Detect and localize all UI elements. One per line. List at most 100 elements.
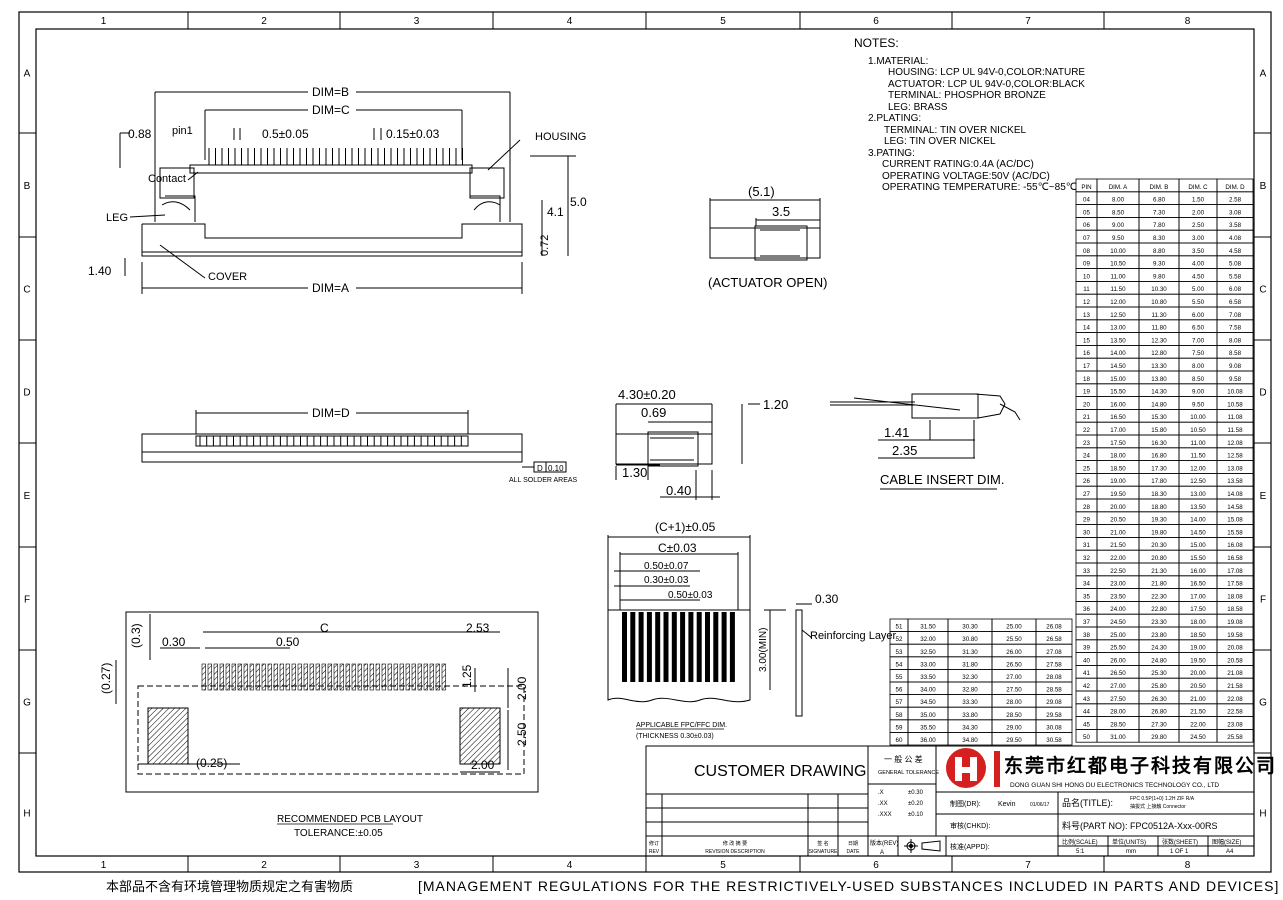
- table-cell-text: 24.50: [1110, 619, 1126, 626]
- table-cell-text: 16.08: [1227, 542, 1243, 549]
- table-cell-text: 16: [1083, 350, 1090, 357]
- fpc-finger: [705, 612, 710, 682]
- table-cell-text: 7.00: [1192, 337, 1205, 344]
- column-label-top: 4: [567, 16, 573, 27]
- table-cell-text: 1.50: [1192, 197, 1205, 204]
- table-cell-text: 26.08: [1046, 624, 1062, 631]
- table-cell-text: 23: [1083, 440, 1090, 447]
- fpc-finger: [671, 612, 677, 682]
- table-cell-text: 45: [1083, 721, 1090, 728]
- row-label-left: E: [24, 491, 31, 502]
- check-label: 审核(CHKD):: [950, 821, 990, 830]
- table-cell-text: 10.50: [1190, 427, 1206, 434]
- fpc-finger: [655, 612, 661, 682]
- contact-label: Contact: [148, 173, 186, 185]
- revision-header-en: SIGNATURE: [809, 849, 838, 855]
- table-cell-text: 14.08: [1227, 491, 1243, 498]
- sheet-value: 1 OF 1: [1170, 849, 1189, 855]
- dim-030b-label: 0.30: [815, 592, 839, 606]
- table-cell-text: 20.50: [1190, 683, 1206, 690]
- table-cell-text: 11.00: [1110, 273, 1126, 280]
- appd-label: 核准(APPD):: [950, 842, 990, 851]
- dim-050b-label: 0.50±0.03: [668, 590, 713, 601]
- table-cell-text: 21.80: [1151, 581, 1167, 588]
- pcb-pad: [297, 663, 302, 691]
- table-cell-text: 23.00: [1110, 581, 1126, 588]
- table-cell-text: 6.58: [1229, 299, 1242, 306]
- row-label-left: B: [24, 181, 31, 192]
- table-cell-text: 26.58: [1046, 636, 1062, 643]
- table-cell-text: 14.00: [1190, 517, 1206, 524]
- dim-050a-label: 0.50±0.07: [644, 561, 689, 572]
- table-cell-text: 22.00: [1110, 555, 1126, 562]
- table-cell-text: 12.00: [1190, 465, 1206, 472]
- pcb-pad: [231, 663, 236, 691]
- table-cell-text: 34.50: [920, 699, 936, 706]
- pcb-pad: [435, 663, 440, 691]
- table-cell-text: 17.30: [1151, 465, 1167, 472]
- pcb-pad: [219, 663, 224, 691]
- table-cell-text: 11.00: [1190, 440, 1206, 447]
- table-cell-text: 17.80: [1151, 478, 1167, 485]
- row-label-left: D: [23, 388, 30, 399]
- table-cell-text: 22.30: [1151, 593, 1167, 600]
- tolerance-value: ±0.20: [908, 801, 924, 807]
- row-label-left: G: [23, 698, 31, 709]
- table-cell-text: 15.50: [1110, 389, 1126, 396]
- table-cell-text: 11: [1083, 286, 1090, 293]
- dim-069-label: 0.69: [641, 405, 666, 420]
- footer-en: [MANAGEMENT REGULATIONS FOR THE RESTRICT…: [418, 878, 1280, 894]
- table-cell-text: 4.58: [1229, 248, 1242, 255]
- table-cell-text: 54: [896, 661, 903, 668]
- pcb-pad: [429, 663, 434, 691]
- table-cell-text: 28.00: [1006, 699, 1022, 706]
- column-label-bottom: 1: [101, 860, 107, 871]
- table-cell-text: 8.00: [1112, 197, 1125, 204]
- table-cell-text: 29: [1083, 517, 1090, 524]
- table-cell-text: 20.30: [1151, 542, 1167, 549]
- pcb-dim-027: (0.27): [99, 663, 113, 694]
- cover-label: COVER: [208, 271, 247, 283]
- table-cell-text: 09: [1083, 261, 1090, 268]
- notes-block: NOTES: 1.MATERIAL: HOUSING: LCP UL 94V-0…: [854, 37, 1085, 194]
- table-cell-text: 31.00: [1110, 734, 1126, 741]
- table-cell-text: 3.00: [1192, 235, 1205, 242]
- table-cell-text: 12: [1083, 299, 1090, 306]
- table-cell-text: 05: [1083, 209, 1090, 216]
- table-cell-text: 39: [1083, 645, 1090, 652]
- company-cn: 东莞市红都电子科技有限公司: [1004, 754, 1277, 777]
- table-cell-text: 10.80: [1151, 299, 1167, 306]
- table-cell-text: 50: [1083, 734, 1090, 741]
- table-cell-text: 9.30: [1153, 261, 1166, 268]
- table-cell-text: 30.80: [962, 636, 978, 643]
- column-label-top: 2: [261, 16, 267, 27]
- pcb-pad: [333, 663, 338, 691]
- part-no: FPC0512A-Xxx-00RS: [1130, 821, 1218, 831]
- table-cell-text: 3.50: [1192, 248, 1205, 255]
- table-cell-text: 26.00: [1110, 657, 1126, 664]
- tolerance-key: .X: [878, 790, 884, 796]
- table-cell-text: 18.50: [1190, 632, 1206, 639]
- table-cell-text: 14.30: [1151, 389, 1167, 396]
- table-cell-text: 29.58: [1046, 712, 1062, 719]
- table-cell-text: 35: [1083, 593, 1090, 600]
- pcb-pad: [273, 663, 278, 691]
- pcb-dim-03: (0.3): [129, 623, 143, 648]
- pcb-pad: [381, 663, 386, 691]
- table-cell-text: 15.00: [1190, 542, 1206, 549]
- table-cell-text: 28.58: [1046, 687, 1062, 694]
- tolerance-en: GENERAL TOLERANCE: [878, 770, 939, 776]
- table-cell-text: 16.58: [1227, 555, 1243, 562]
- table-cell-text: 25.30: [1151, 670, 1167, 677]
- row-label-right: G: [1259, 698, 1267, 709]
- table-cell-text: 2.58: [1229, 197, 1242, 204]
- dim-35-label: 3.5: [772, 204, 790, 219]
- table-cell-text: 8.58: [1229, 350, 1242, 357]
- table-cell-text: 18.00: [1190, 619, 1206, 626]
- table-cell-text: 16.30: [1151, 440, 1167, 447]
- table-cell-text: 32.30: [962, 674, 978, 681]
- pcb-pad: [411, 663, 416, 691]
- scale-value: 5:1: [1076, 849, 1085, 855]
